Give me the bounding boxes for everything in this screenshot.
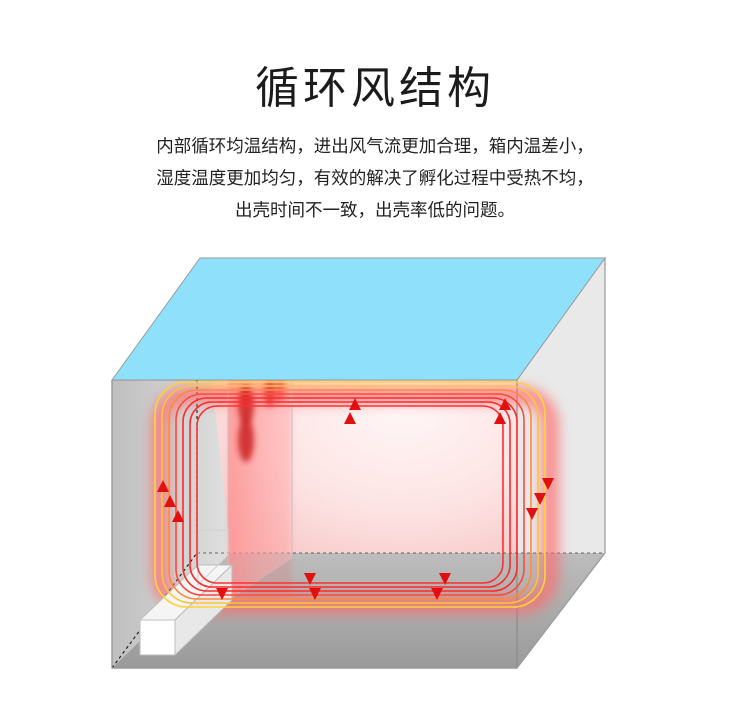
description-line-2: 湿度温度更加均匀，有效的解决了孵化过程中受热不均， — [156, 169, 594, 189]
description: 内部循环均温结构，进出风气流更加合理，箱内温差小， 湿度温度更加均匀，有效的解决… — [0, 131, 750, 227]
incubator-illustration — [111, 256, 606, 670]
airflow-lines — [154, 381, 546, 608]
flow-arrows — [157, 398, 554, 600]
circulation-diagram — [0, 250, 750, 700]
description-line-3: 出壳时间不一致，出壳率低的问题。 — [235, 201, 515, 221]
description-line-1: 内部循环均温结构，进出风气流更加合理，箱内温差小， — [156, 137, 594, 157]
page-title: 循环风结构 — [255, 63, 495, 114]
